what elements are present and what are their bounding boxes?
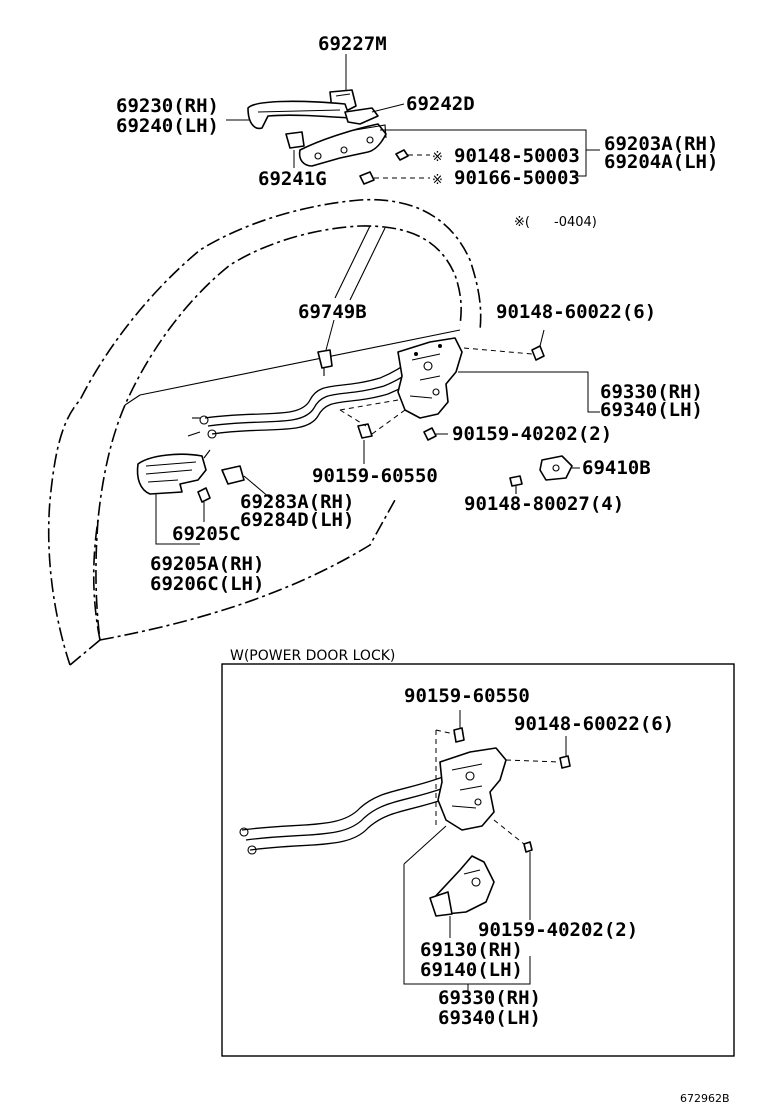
label-90159-40202: 90159-40202(2) bbox=[452, 423, 612, 445]
label-69330: 69330(RH) bbox=[600, 381, 703, 403]
note-mark-2: ※ bbox=[432, 173, 443, 188]
label-69227M: 69227M bbox=[318, 33, 387, 55]
inset-label-90148-60022: 90148-60022(6) bbox=[514, 713, 674, 735]
label-69206C: 69206C(LH) bbox=[150, 573, 264, 595]
inset-label-69340: 69340(LH) bbox=[438, 1007, 541, 1029]
inset-label-69330: 69330(RH) bbox=[438, 987, 541, 1009]
label-69205C: 69205C bbox=[172, 523, 241, 545]
main-leaders bbox=[325, 319, 600, 469]
inside-handle-assembly bbox=[136, 449, 271, 545]
label-69240: 69240(LH) bbox=[116, 115, 219, 137]
top-leaders bbox=[226, 54, 600, 179]
label-69340: 69340(LH) bbox=[600, 399, 703, 421]
note-mark-1: ※ bbox=[432, 150, 443, 165]
inset-label-69140: 69140(LH) bbox=[420, 959, 523, 981]
part-labels: 69227M 69230(RH) 69240(LH) 69242D 69203A… bbox=[116, 33, 718, 595]
label-69230: 69230(RH) bbox=[116, 95, 219, 117]
label-69203A: 69203A(RH) bbox=[604, 133, 718, 155]
label-69284D: 69284D(LH) bbox=[240, 509, 354, 531]
inset-label-69130: 69130(RH) bbox=[420, 939, 523, 961]
label-90166-50003: 90166-50003 bbox=[454, 167, 580, 189]
outside-handle-assembly bbox=[247, 89, 409, 185]
door-outline bbox=[47, 198, 482, 666]
label-69242D: 69242D bbox=[406, 93, 475, 115]
label-90148-60022: 90148-60022(6) bbox=[496, 301, 656, 323]
diagram-code: 672962B bbox=[680, 1092, 730, 1105]
door-lock-assembly bbox=[317, 337, 573, 494]
label-69410B: 69410B bbox=[582, 457, 651, 479]
inset-labels: W(POWER DOOR LOCK) 90159-60550 90148-600… bbox=[230, 648, 674, 1029]
label-90148-80027: 90148-80027(4) bbox=[464, 493, 624, 515]
label-90148-50003: 90148-50003 bbox=[454, 145, 580, 167]
inset-label-90159-60550: 90159-60550 bbox=[404, 685, 530, 707]
inset-label-90159-40202: 90159-40202(2) bbox=[478, 919, 638, 941]
control-cables bbox=[187, 354, 429, 439]
label-69283A: 69283A(RH) bbox=[240, 491, 354, 513]
note-mark-applicability: ※( bbox=[514, 215, 530, 230]
label-69241G: 69241G bbox=[258, 168, 327, 190]
label-69204A: 69204A(LH) bbox=[604, 151, 718, 173]
label-69749B: 69749B bbox=[298, 301, 367, 323]
label-69205A: 69205A(RH) bbox=[150, 553, 264, 575]
label-90159-60550: 90159-60550 bbox=[312, 465, 438, 487]
power-door-lock-inset bbox=[221, 663, 735, 1057]
note-date-range: -0404) bbox=[554, 215, 597, 230]
inset-title: W(POWER DOOR LOCK) bbox=[230, 648, 395, 664]
